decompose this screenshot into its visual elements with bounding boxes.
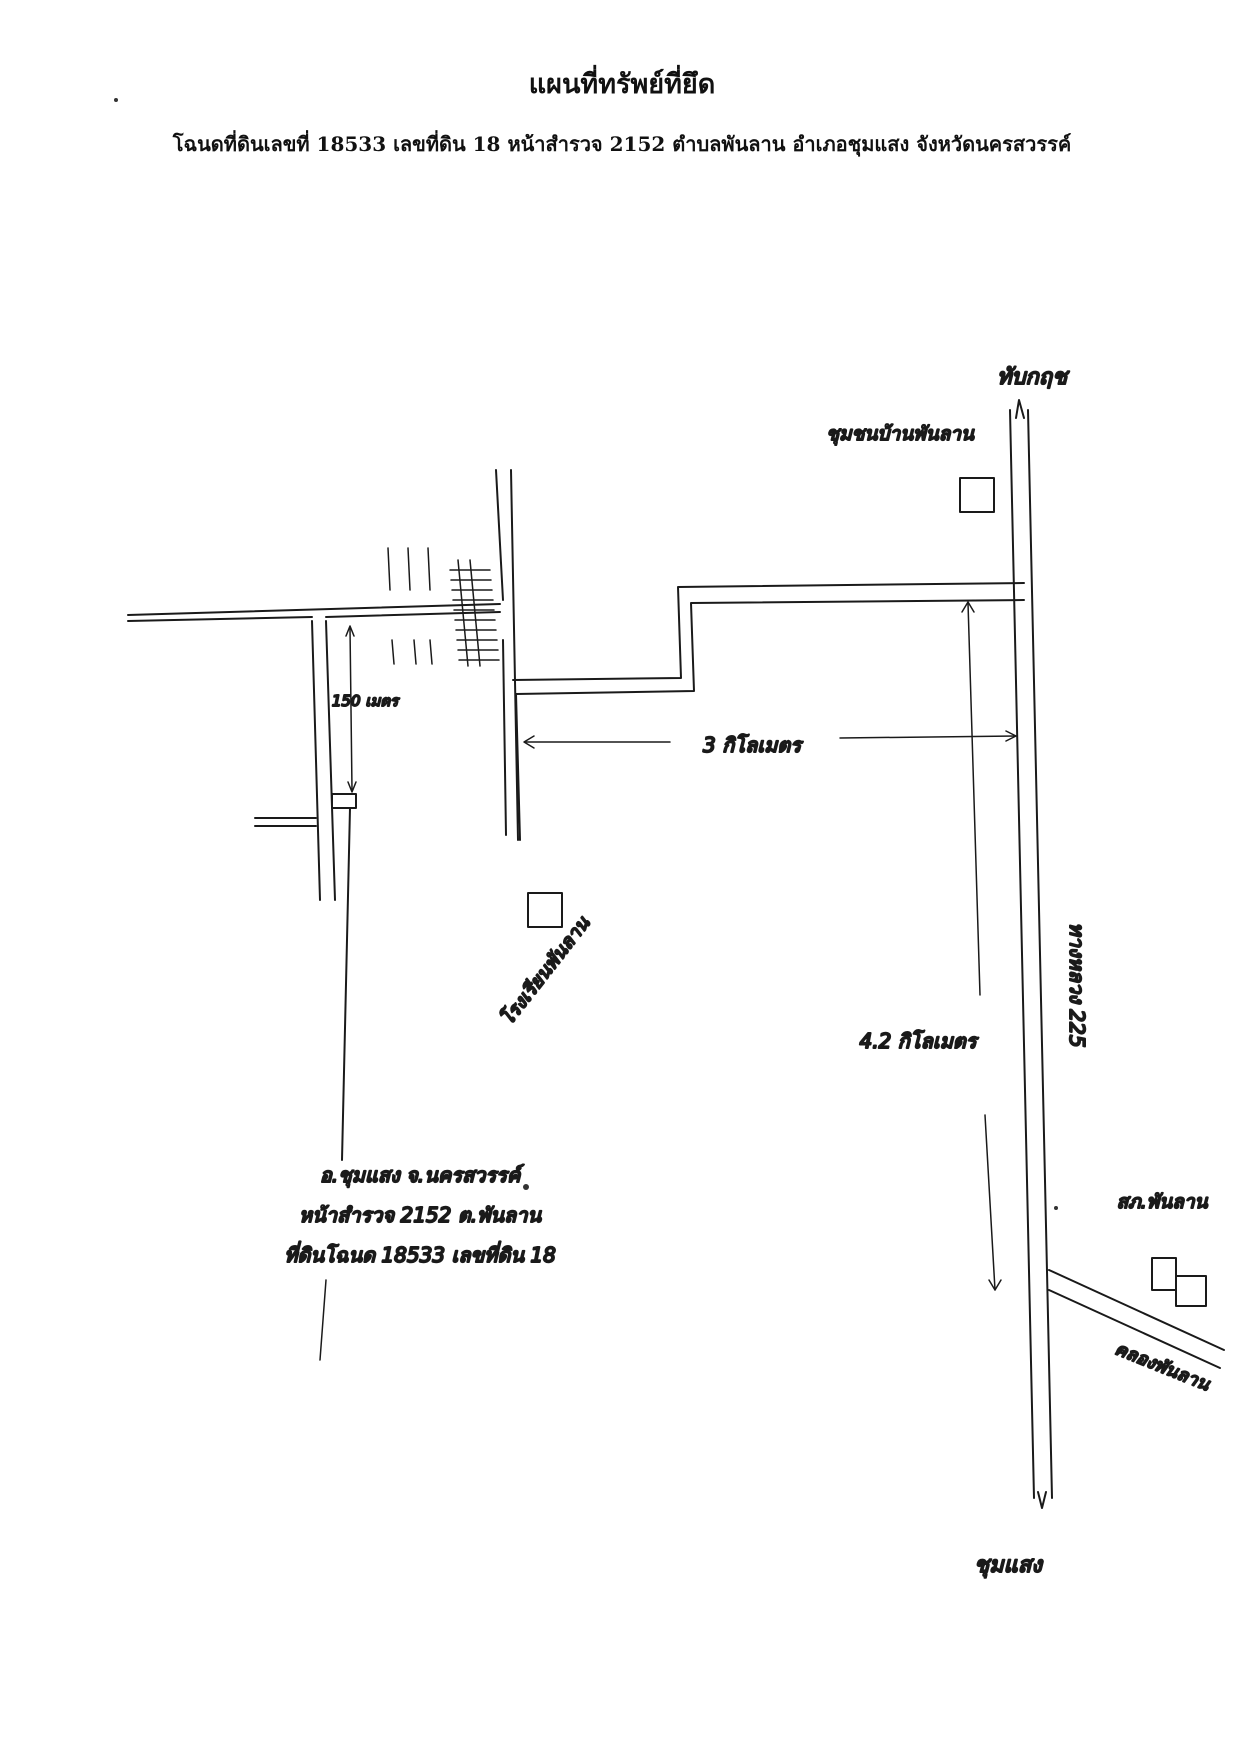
north-arrow-icon	[1015, 399, 1025, 419]
school-building-icon	[527, 892, 563, 928]
road-name-label: ทางหลวง 225	[1065, 922, 1089, 1047]
railway-symbol	[449, 559, 500, 667]
school-label: โรงเรียนพันลาน	[495, 911, 595, 1029]
left-road	[127, 603, 501, 622]
crossing-marks	[387, 547, 433, 665]
dimension-150m	[345, 625, 357, 793]
parcel-pointer-line	[319, 1279, 327, 1361]
south-destination-label: ชุมแสง	[974, 1553, 1044, 1578]
soi-road	[495, 469, 521, 841]
south-arrow-icon	[1037, 1491, 1047, 1509]
dimension-3km	[523, 730, 1017, 749]
map-subtitle: โฉนดที่ดินเลขที่ 18533 เลขที่ดิน 18 หน้า…	[172, 132, 1072, 156]
distance-road-label: 4.2 กิโลเมตร	[859, 1029, 978, 1053]
map-title: แผนที่ทรัพย์ที่ยึด	[528, 69, 716, 100]
distance-middle-label: 3 กิโลเมตร	[703, 733, 803, 757]
parcel-leader-line	[341, 807, 351, 1161]
branch-road	[512, 582, 1025, 695]
village-label: ชุมชนบ้านพันลาน	[826, 423, 975, 445]
police-label: สภ.พันลาน	[1117, 1191, 1209, 1213]
parcel-marker-icon	[331, 793, 357, 809]
left-vertical-road	[254, 620, 336, 901]
dimension-4-2km	[961, 601, 1002, 1291]
parcel-description-line-1: ที่ดินโฉนด 18533 เลขที่ดิน 18	[284, 1241, 556, 1267]
parcel-description-line-2: หน้าสำรวจ 2152 ต.พันลาน	[299, 1203, 543, 1227]
canal-label: คลองพันลาน	[1112, 1338, 1213, 1395]
police-building-icon	[1151, 1257, 1177, 1291]
parcel-description-line-3: อ.ชุมแสง จ.นครสวรรค์	[320, 1163, 525, 1188]
canal-road	[1048, 1269, 1225, 1369]
police-building-icon-2	[1175, 1275, 1207, 1307]
highway-road	[1009, 409, 1053, 1499]
north-destination-label: ทับกฤช	[997, 365, 1070, 390]
village-building-icon	[959, 477, 995, 513]
distance-left-label: 150 เมตร	[332, 692, 400, 710]
